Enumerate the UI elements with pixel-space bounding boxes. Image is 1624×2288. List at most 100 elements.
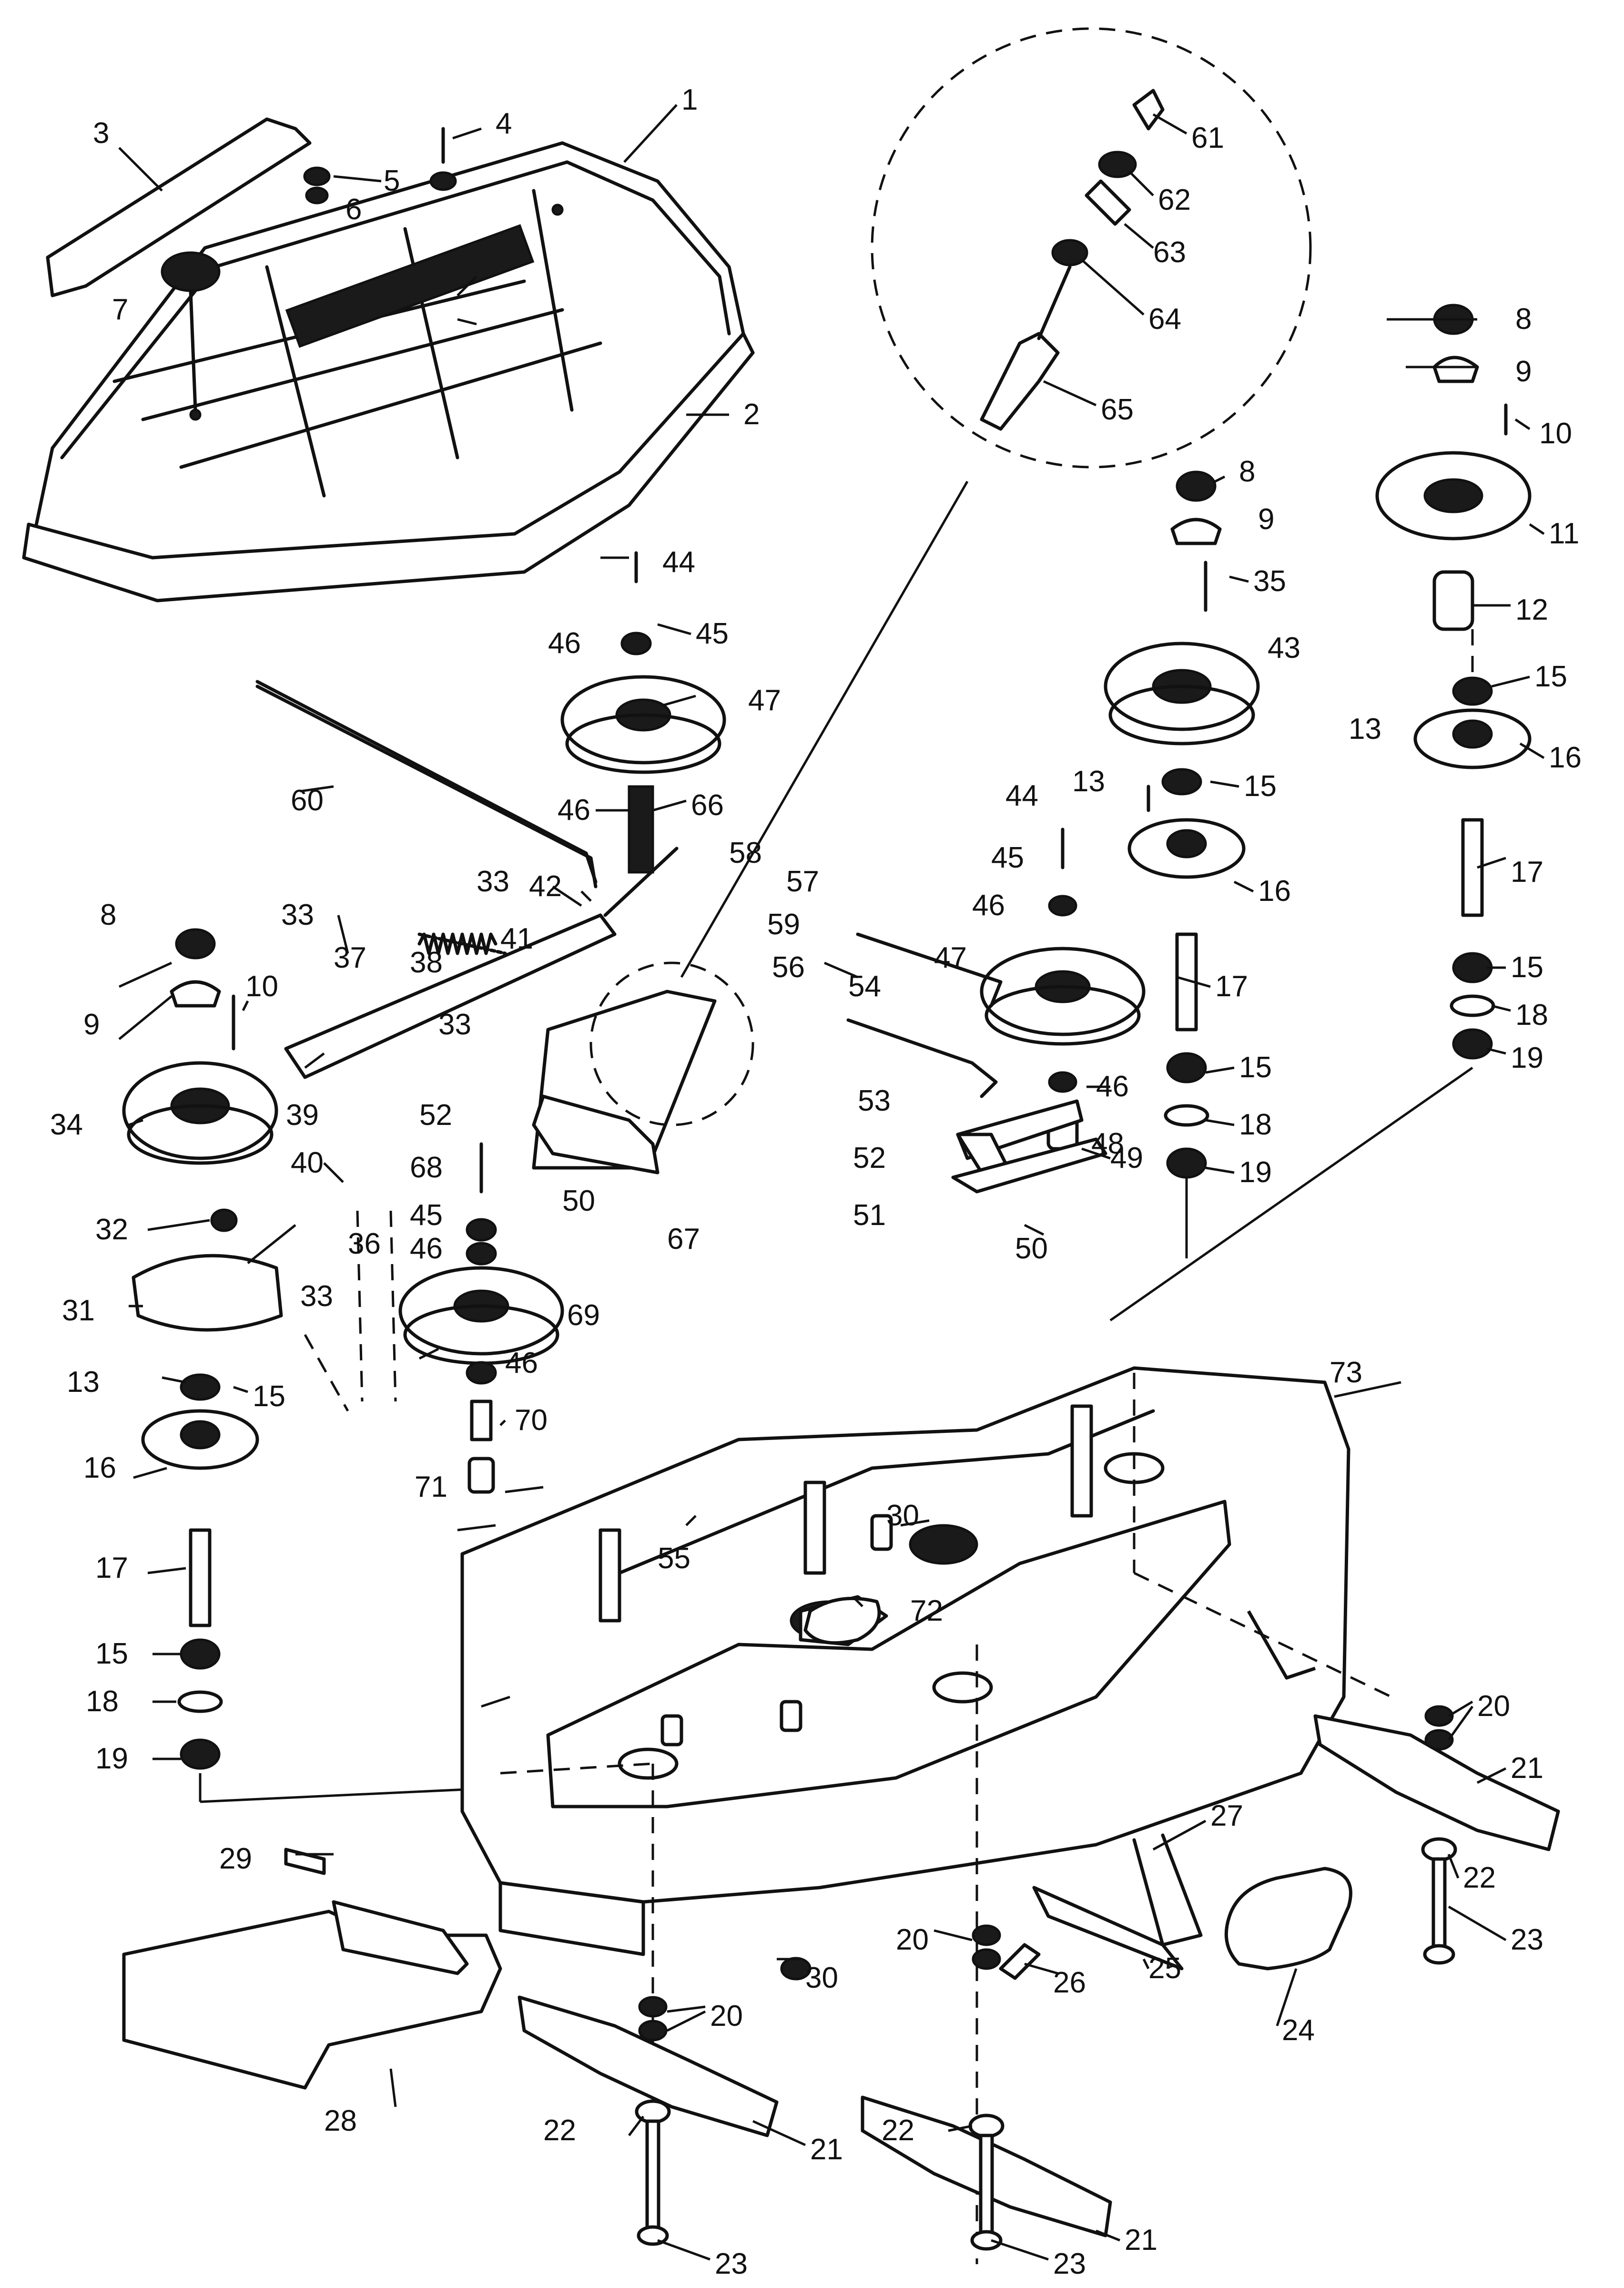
callout-45-upper: 45 <box>696 617 729 650</box>
idler-pulley-lower <box>398 1142 564 1494</box>
callout-22-right: 22 <box>1463 1861 1496 1894</box>
blade-right <box>1313 1705 1560 1965</box>
callout-43: 43 <box>1268 632 1300 664</box>
callout-21-left: 21 <box>810 2133 843 2166</box>
callout-52-left: 52 <box>419 1099 452 1132</box>
callout-7: 7 <box>112 293 128 326</box>
callout-20-right: 20 <box>1477 1690 1510 1723</box>
callout-40: 40 <box>291 1146 324 1179</box>
idler-pulley-right <box>980 827 1146 1151</box>
callout-48: 48 <box>1091 1127 1124 1160</box>
callout-19-left: 19 <box>95 1742 128 1775</box>
callout-65: 65 <box>1101 393 1134 426</box>
callout-73: 73 <box>1330 1356 1362 1389</box>
callout-17-left: 17 <box>95 1552 128 1584</box>
callout-58: 58 <box>729 837 762 869</box>
callout-22-center: 22 <box>882 2114 914 2147</box>
center-spindle-stack <box>1104 470 1260 1258</box>
idler-bracket-left <box>532 1094 660 1175</box>
idler-spring <box>417 932 497 955</box>
callout-60: 60 <box>291 784 324 817</box>
callout-46-upper-2: 46 <box>558 794 590 827</box>
callout-52-right: 52 <box>853 1142 886 1175</box>
callout-18-center: 18 <box>1239 1108 1272 1141</box>
detail-inset <box>871 27 1312 469</box>
callout-49: 49 <box>1110 1142 1143 1175</box>
callout-26: 26 <box>1053 1966 1086 1999</box>
callout-13-center: 13 <box>1072 765 1105 798</box>
callout-9-center: 9 <box>1258 503 1274 536</box>
belt-guide <box>803 1596 881 1645</box>
callout-15-center-bottom: 15 <box>1239 1051 1272 1084</box>
callout-50-left: 50 <box>562 1185 595 1217</box>
detail-leader <box>680 480 969 978</box>
callout-6: 6 <box>345 193 362 226</box>
callout-32: 32 <box>95 1213 128 1246</box>
callout-5: 5 <box>384 164 400 197</box>
callout-16-right: 16 <box>1549 741 1582 774</box>
callout-10-left: 10 <box>245 970 278 1003</box>
callout-46-lower-2: 46 <box>505 1347 538 1379</box>
callout-21-center: 21 <box>1125 2224 1157 2257</box>
callout-15-right-bottom: 15 <box>1511 951 1543 984</box>
callout-62: 62 <box>1158 184 1191 216</box>
callout-8-center: 8 <box>1239 455 1255 488</box>
callout-35: 35 <box>1253 565 1286 598</box>
callout-33-top: 33 <box>281 899 314 931</box>
callout-46-lower: 46 <box>410 1232 443 1265</box>
callout-33-lower: 33 <box>300 1280 333 1313</box>
callout-56: 56 <box>772 951 805 984</box>
callout-44-upper: 44 <box>662 546 695 579</box>
leader-lines <box>118 104 1545 2261</box>
callout-19-right: 19 <box>1511 1042 1543 1074</box>
callout-34: 34 <box>50 1108 83 1141</box>
cover-hardware <box>303 127 457 204</box>
idler-arm-49 <box>951 1137 1107 1194</box>
callout-8-left: 8 <box>100 899 116 931</box>
callout-54: 54 <box>848 970 881 1003</box>
callout-19-center: 19 <box>1239 1156 1272 1189</box>
callout-21-right: 21 <box>1511 1752 1543 1785</box>
callout-33-upper: 33 <box>477 865 509 898</box>
callout-36: 36 <box>348 1227 381 1260</box>
callout-18-left: 18 <box>86 1685 119 1718</box>
callout-2: 2 <box>743 398 760 431</box>
callout-45-lower: 45 <box>410 1199 443 1232</box>
callout-9-right: 9 <box>1515 355 1532 388</box>
callout-46-right-2: 46 <box>1096 1070 1129 1103</box>
callout-72: 72 <box>910 1594 943 1627</box>
callout-44-right: 44 <box>1005 779 1038 812</box>
anti-scalp-roller <box>1032 1867 1352 1971</box>
callout-70: 70 <box>515 1404 548 1437</box>
callout-10-right: 10 <box>1539 417 1572 450</box>
callout-23-right: 23 <box>1511 1923 1543 1956</box>
callout-46-upper: 46 <box>548 627 581 660</box>
callout-42: 42 <box>529 870 562 903</box>
callout-68: 68 <box>410 1151 443 1184</box>
callout-46-right: 46 <box>972 889 1005 922</box>
callout-69: 69 <box>567 1299 600 1332</box>
tension-rod <box>846 1018 998 1098</box>
callout-labels: 1 2 3 4 5 6 7 8 8 8 9 9 9 10 10 11 12 13… <box>50 83 1582 2280</box>
callout-45-right: 45 <box>991 841 1024 874</box>
callout-66: 66 <box>691 789 724 822</box>
callout-33-mid: 33 <box>438 1008 471 1041</box>
callout-25: 25 <box>1148 1952 1181 1985</box>
callout-31: 31 <box>62 1294 95 1327</box>
deck-brackets <box>599 1404 1093 1747</box>
callout-39: 39 <box>286 1099 319 1132</box>
blade-center <box>861 1924 1112 2251</box>
callout-38: 38 <box>410 946 443 979</box>
callout-47-right: 47 <box>934 941 967 974</box>
callout-11: 11 <box>1549 517 1579 550</box>
callout-13-left: 13 <box>67 1366 100 1399</box>
callout-61: 61 <box>1191 122 1224 154</box>
deck-cover <box>22 141 755 603</box>
cover-plate <box>46 117 312 297</box>
callout-3: 3 <box>93 117 109 150</box>
callout-30-lower: 30 <box>805 1961 838 1994</box>
callout-15-right-top: 15 <box>1534 660 1567 693</box>
callout-20-center: 20 <box>896 1923 929 1956</box>
chute-bracket <box>332 1900 469 1975</box>
callout-15-left-top: 15 <box>253 1380 285 1413</box>
